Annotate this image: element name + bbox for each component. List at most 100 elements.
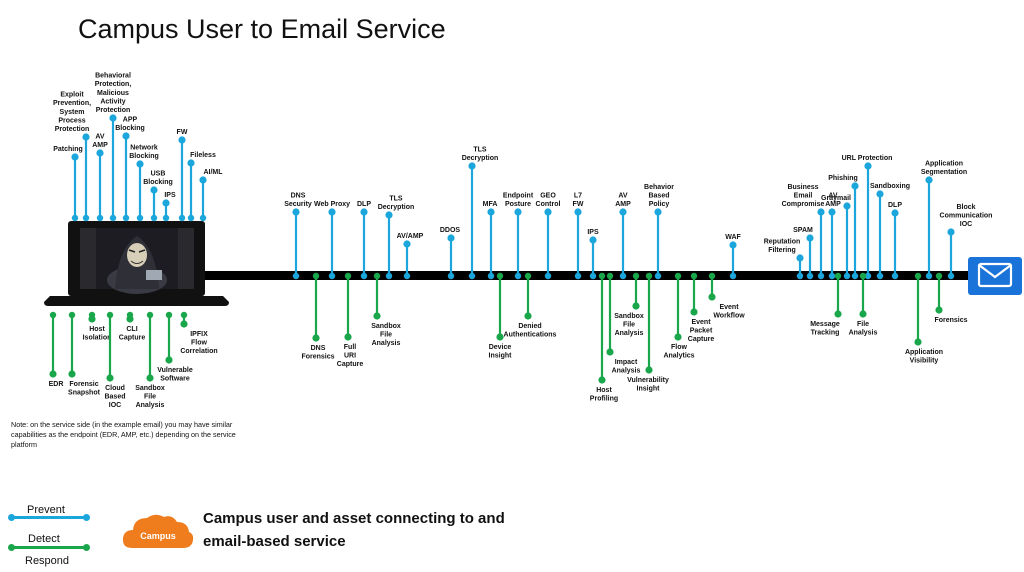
endpoint-prevent-item-tip-dot bbox=[82, 133, 90, 141]
network-prevent-item-label: DDOS bbox=[440, 227, 461, 234]
network-detect-item-tip-dot bbox=[312, 334, 320, 342]
network-prevent-item-tip-dot bbox=[447, 234, 455, 242]
network-detect-item-label: Forensics bbox=[934, 317, 967, 324]
network-prevent-item-tip-dot bbox=[654, 208, 662, 216]
endpoint-prevent-item: FW bbox=[177, 129, 188, 222]
network-prevent-item-tip-dot bbox=[828, 208, 836, 216]
network-detect-item-tip-dot bbox=[708, 293, 716, 301]
network-prevent-item: MFA bbox=[483, 201, 497, 280]
endpoint-detect-item: EDR bbox=[49, 311, 63, 388]
endpoint-detect-item-base-dot bbox=[146, 311, 154, 319]
endpoint-prevent-item: AI/ML bbox=[199, 169, 223, 222]
endpoint-prevent-item-tip-dot bbox=[122, 132, 130, 140]
network-detect-item-tip-dot bbox=[598, 376, 606, 384]
page-title: Campus User to Email Service bbox=[78, 14, 446, 44]
endpoint-prevent-item: Fileless bbox=[187, 152, 216, 222]
network-prevent-item: Phishing bbox=[828, 175, 859, 280]
network-prevent-item-tip-dot bbox=[403, 240, 411, 248]
network-detect-item-base-dot bbox=[344, 272, 352, 280]
legend-detect-label: Detect bbox=[28, 533, 60, 545]
network-prevent-item-tip-dot bbox=[292, 208, 300, 216]
endpoint-detect-item-tip-dot bbox=[180, 320, 188, 328]
network-prevent-item-tip-dot bbox=[385, 211, 393, 219]
network-prevent-item-base-dot bbox=[589, 272, 597, 280]
network-prevent-item-base-dot bbox=[925, 272, 933, 280]
network-detect-item-base-dot bbox=[645, 272, 653, 280]
network-prevent-item-label: AV/AMP bbox=[397, 233, 424, 240]
endpoint-detect-item-tip-dot bbox=[165, 356, 173, 364]
description-line-1: Campus user and asset connecting to and bbox=[203, 510, 505, 527]
network-prevent-item-label: DLP bbox=[357, 201, 371, 208]
network-detect-item-base-dot bbox=[935, 272, 943, 280]
network-prevent-item: AV/AMP bbox=[397, 233, 424, 280]
endpoint-prevent-item-label: Fileless bbox=[190, 152, 216, 159]
network-prevent-item-label: Web Proxy bbox=[314, 201, 350, 208]
endpoint-prevent-item: Patching bbox=[53, 146, 83, 222]
network-detect-item-base-dot bbox=[834, 272, 842, 280]
endpoint-prevent-item-tip-dot bbox=[136, 160, 144, 168]
laptop-icon bbox=[44, 221, 229, 306]
network-prevent-item: DDOS bbox=[440, 227, 461, 280]
endpoint-prevent-item-tip-dot bbox=[187, 159, 195, 167]
network-prevent-item-tip-dot bbox=[360, 208, 368, 216]
network-detect-item-tip-dot bbox=[606, 348, 614, 356]
endpoint-prevent-item-tip-dot bbox=[199, 176, 207, 184]
network-prevent-item-tip-dot bbox=[806, 234, 814, 242]
network-prevent-item: IPS bbox=[587, 229, 599, 280]
network-prevent-item-base-dot bbox=[514, 272, 522, 280]
endpoint-prevent-item-base-dot bbox=[71, 214, 79, 222]
endpoint-prevent-item-base-dot bbox=[150, 214, 158, 222]
timeline-bar bbox=[200, 271, 970, 280]
endpoint-prevent-item-tip-dot bbox=[96, 149, 104, 157]
network-detect-item-base-dot bbox=[496, 272, 504, 280]
network-prevent-item-tip-dot bbox=[864, 162, 872, 170]
endpoint-prevent-item-base-dot bbox=[109, 214, 117, 222]
cloud-label: Campus bbox=[140, 531, 176, 541]
endpoint-prevent-item-base-dot bbox=[199, 214, 207, 222]
endpoint-prevent-item-label: FW bbox=[177, 129, 188, 136]
network-prevent-item-tip-dot bbox=[544, 208, 552, 216]
network-prevent-item-tip-dot bbox=[817, 208, 825, 216]
network-prevent-item-tip-dot bbox=[947, 228, 955, 236]
network-prevent-item-base-dot bbox=[796, 272, 804, 280]
endpoint-detect-item-base-dot bbox=[180, 311, 188, 319]
endpoint-detect-item-base-dot bbox=[68, 311, 76, 319]
network-prevent-item-label: WAF bbox=[725, 234, 741, 241]
network-detect-item-tip-dot bbox=[645, 366, 653, 374]
network-detect-item-tip-dot bbox=[632, 302, 640, 310]
network-prevent-item-base-dot bbox=[574, 272, 582, 280]
network-detect-item-tip-dot bbox=[834, 310, 842, 318]
